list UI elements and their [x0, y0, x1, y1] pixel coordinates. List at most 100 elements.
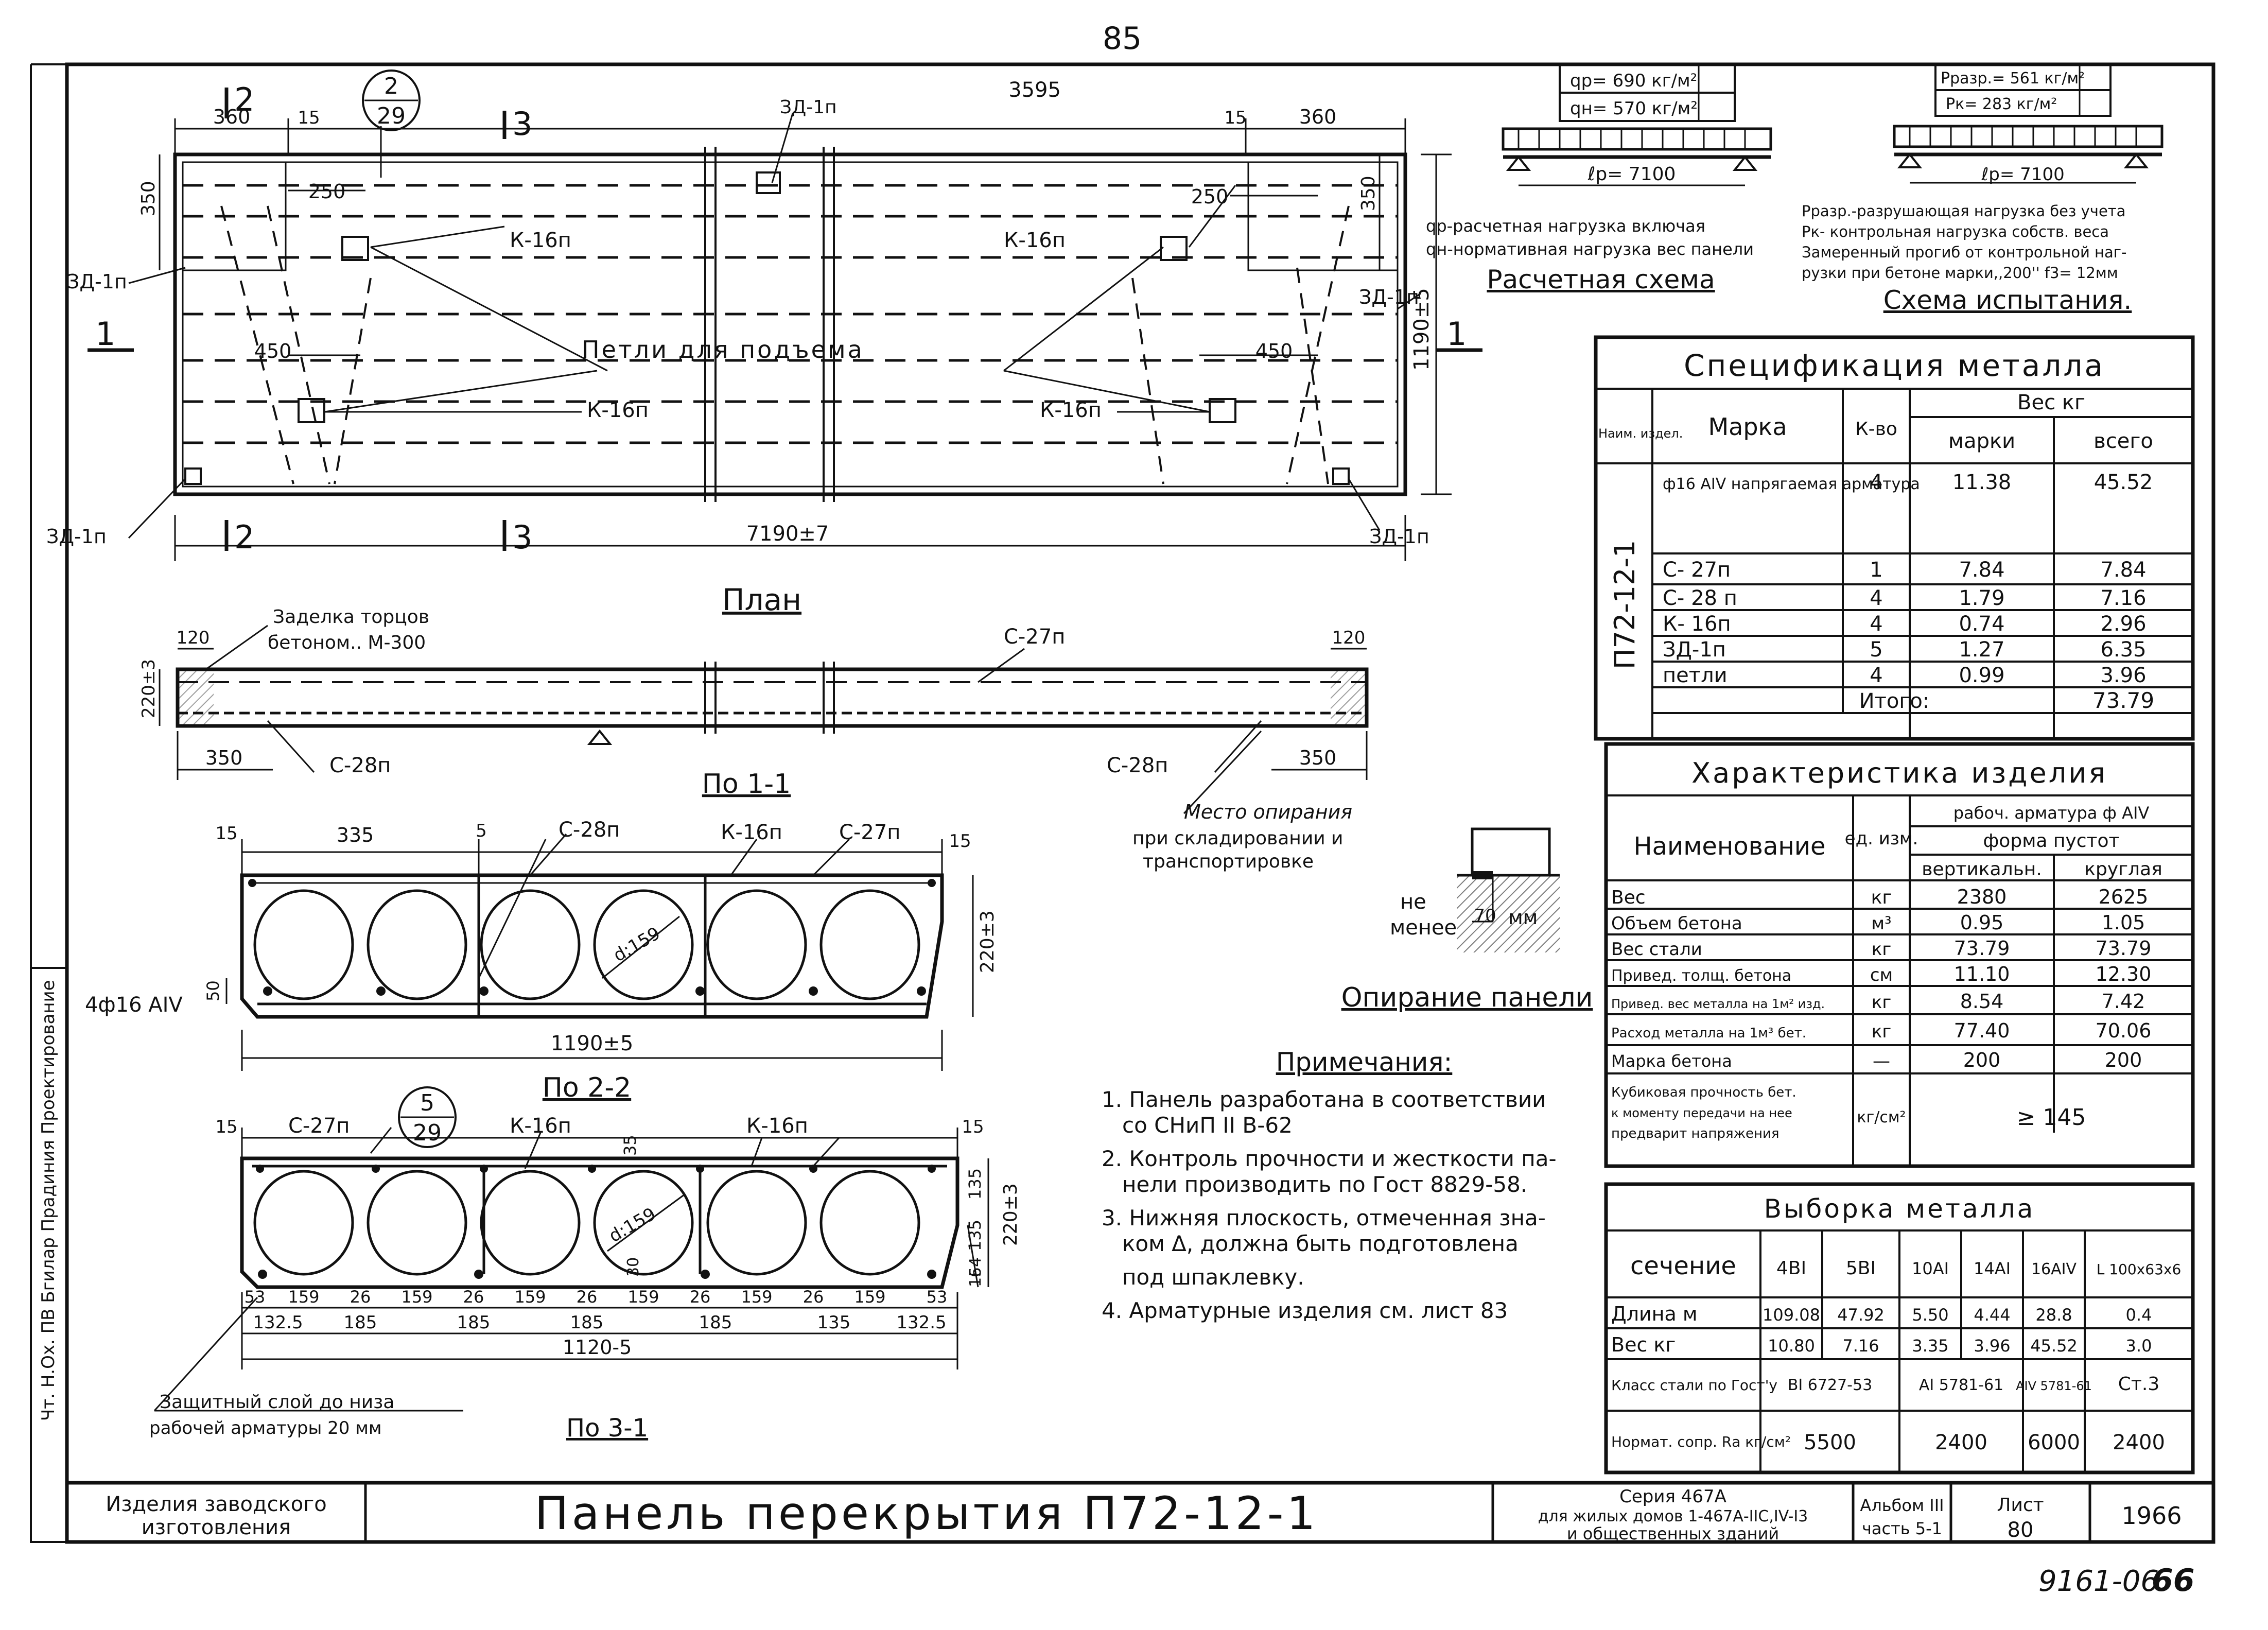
spec-h-weight: Вес кг — [2017, 391, 2085, 414]
vyb-len-4: 4.44 — [1974, 1305, 2010, 1325]
section31-d135a: 135 — [965, 1168, 985, 1200]
spec-row-2-total: 7.84 — [2100, 558, 2146, 582]
vyb-len-6: 0.4 — [2126, 1305, 2152, 1325]
plan-section-2-top: 2 — [234, 81, 254, 118]
section22-d335: 335 — [337, 824, 374, 846]
spec-row-1: ф16 АIV напрягаемая арматура 4 11.38 45.… — [1663, 471, 2153, 494]
spec-row-3-total: 7.16 — [2100, 586, 2146, 610]
section22-d15-right: 15 — [949, 831, 971, 852]
section31-callout-sheet: 29 — [413, 1120, 442, 1146]
section22-d5: 5 — [476, 821, 487, 841]
char-row-4-unit: см — [1870, 965, 1893, 985]
spec-row-3-per: 1.79 — [1959, 586, 2004, 610]
notes-line-8: 4. Арматурные изделия см. лист 83 — [1102, 1298, 1508, 1323]
vyb-len-5: 28.8 — [2035, 1305, 2072, 1325]
support-not-less-2: менее — [1390, 916, 1457, 940]
dim-26-e: 26 — [803, 1287, 824, 1307]
plan-section-2-bottom: 2 — [234, 518, 254, 556]
page-number: 85 — [1103, 21, 1142, 57]
spec-row-4-qty: 4 — [1870, 612, 1882, 636]
section31-d15-right: 15 — [962, 1117, 984, 1137]
char-row-6-unit: кг — [1872, 1021, 1891, 1042]
char-last-2: к моменту передачи на нее — [1611, 1106, 1792, 1120]
vyb-col-6: L 100x63x6 — [2097, 1261, 2182, 1278]
char-row-2-v: 0.95 — [1960, 911, 2004, 934]
char-row-2: Объем бетона м³ 0.95 1.05 — [1611, 911, 2145, 934]
plan-section-1-left: 1 — [95, 315, 115, 353]
spec-sum-value: 73.79 — [2092, 688, 2154, 713]
char-row-2-name: Объем бетона — [1611, 913, 1742, 934]
char-row-5-name: Привед. вес металла на 1м² изд. — [1611, 997, 1825, 1011]
spec-row-3: С- 28 п 4 1.79 7.16 — [1663, 586, 2147, 610]
spec-row-2: С- 27п 1 7.84 7.84 — [1663, 558, 2147, 582]
dim-53-a: 53 — [245, 1287, 266, 1307]
vyb-norm-3: 6000 — [2028, 1431, 2080, 1454]
spec-row-5-total: 6.35 — [2100, 638, 2146, 662]
dim-1325-a: 132.5 — [253, 1312, 303, 1333]
footer-stamp: 9161-06 — [2038, 1565, 2159, 1598]
plan-view: 1 1 2 2 3 3 2 29 360 15 3595 15 360 250 … — [46, 70, 1482, 617]
support-title: Опирание панели — [1341, 982, 1593, 1013]
vyb-norm-4: 2400 — [2113, 1431, 2165, 1454]
spec-row-2-mark: С- 27п — [1663, 558, 1731, 582]
dim-350-left: 350 — [138, 181, 159, 216]
vyb-len-label: Длина м — [1611, 1303, 1698, 1325]
section31-d30: 30 — [624, 1257, 642, 1277]
char-row-6-name: Расход металла на 1м³ бет. — [1611, 1026, 1806, 1041]
char-h-name: Наименование — [1633, 832, 1825, 861]
dim-1325-b: 132.5 — [896, 1312, 946, 1333]
section31-d220: 220±3 — [1000, 1183, 1021, 1246]
char-row-4-name: Привед. толщ. бетона — [1611, 967, 1791, 985]
dim-250-right: 250 — [1191, 185, 1229, 208]
vyb-w-2: 7.16 — [1842, 1336, 1879, 1356]
notes-line-2: со СНиП II В-62 — [1122, 1113, 1293, 1138]
vyb-col-2: 5BI — [1846, 1258, 1876, 1279]
char-row-6-v: 77.40 — [1954, 1019, 2010, 1042]
spec-h-qty: К-во — [1855, 419, 1897, 440]
vyb-col-4: 14AI — [1974, 1259, 2011, 1278]
notes-line-5: 3. Нижняя плоскость, отмеченная зна- — [1102, 1205, 1546, 1230]
vyb-w-4: 3.96 — [1974, 1336, 2010, 1356]
vyb-w-5: 45.52 — [2030, 1336, 2078, 1356]
title-block: Изделия заводского изготовления Панель п… — [65, 1481, 2215, 1544]
dim-159-f: 159 — [854, 1287, 885, 1307]
dim-26-d: 26 — [690, 1287, 711, 1307]
metal-selection-table: Выборка металла сечение 4BI 5BI 10AI 14A… — [1604, 1182, 2195, 1475]
section22-title: По 2-2 — [543, 1072, 631, 1103]
char-row-1-k: 2625 — [2099, 886, 2149, 908]
char-h-top: рабоч. арматура ф АIV — [1953, 803, 2150, 823]
char-row-6-k: 70.06 — [2096, 1019, 2152, 1042]
section31-dia: d:159 — [605, 1204, 659, 1247]
section31-c27: С-27п — [288, 1114, 350, 1138]
test-span: ℓр= 7100 — [1981, 164, 2064, 185]
char-last-unit: кг/см² — [1857, 1108, 1906, 1126]
spec-row-2-per: 7.84 — [1959, 558, 2004, 582]
char-row-3-k: 73.79 — [2096, 937, 2152, 960]
design-scheme: qр= 690 кг/м² qн= 570 кг/м² ℓр= 7100 qр-… — [1426, 63, 1772, 294]
section31-d135b: 135 — [965, 1220, 985, 1251]
vyb-w-3: 3.35 — [1912, 1336, 1948, 1356]
scheme-title: Расчетная схема — [1487, 265, 1715, 294]
dim-53-b: 53 — [927, 1287, 948, 1307]
char-row-7-k: 200 — [2105, 1049, 2142, 1071]
vyb-len-3: 5.50 — [1912, 1305, 1948, 1325]
load-qn: qн= 570 кг/м² — [1570, 98, 1698, 119]
section31-title: По 3-1 — [566, 1414, 648, 1443]
notes-line-7: под шпаклевку. — [1122, 1264, 1304, 1290]
support-detail: не менее 70 мм Опирание панели — [1341, 827, 1593, 1013]
char-h-k: круглая — [2084, 859, 2162, 880]
char-last-value: ≥ 145 — [2017, 1104, 2086, 1131]
notes-line-3: 2. Контроль прочности и жесткости па- — [1102, 1146, 1557, 1171]
char-row-3-v: 73.79 — [1954, 937, 2010, 960]
char-row-1-v: 2380 — [1957, 886, 2007, 908]
spec-row-1-total: 45.52 — [2094, 471, 2153, 494]
section31-k16-2: К-16п — [746, 1114, 808, 1138]
section22-d15-left: 15 — [215, 823, 237, 844]
char-last-3: предварит напряжения — [1611, 1126, 1779, 1141]
char-row-1-name: Вес — [1611, 887, 1646, 908]
vyb-cls-1: BI 6727-53 — [1788, 1376, 1872, 1394]
dim-185-c: 185 — [570, 1312, 604, 1333]
char-row-4: Привед. толщ. бетона см 11.10 12.30 — [1611, 963, 2151, 985]
plan-callout-sheet: 29 — [377, 103, 406, 129]
notes-line-4: нели производить по Гост 8829-58. — [1122, 1172, 1527, 1197]
